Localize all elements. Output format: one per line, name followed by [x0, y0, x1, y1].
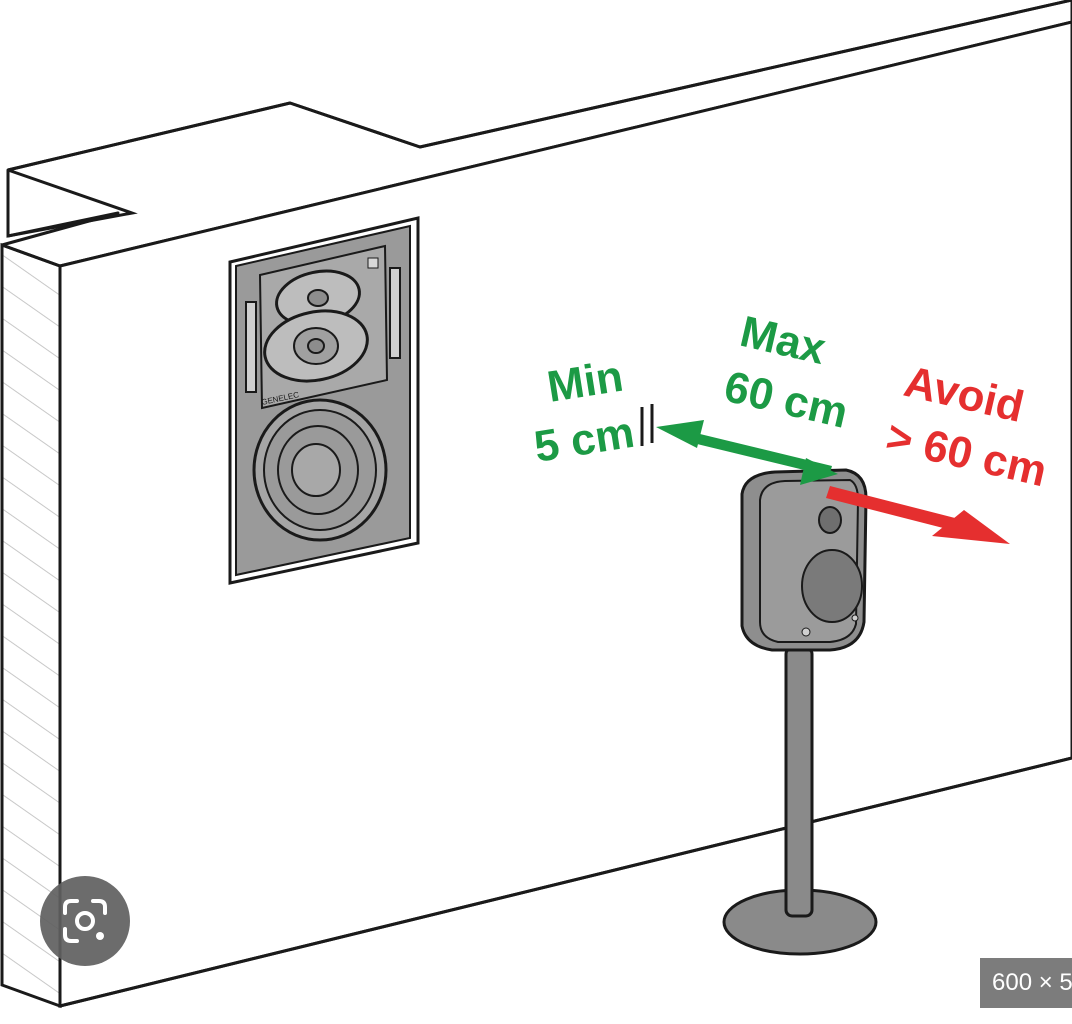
- red-avoid-arrow: [826, 486, 1010, 544]
- visual-search-icon: [63, 899, 107, 943]
- image-size-badge: 600 × 5: [980, 958, 1072, 1008]
- wall-top-back-edge: [7, 0, 1072, 172]
- wall-top-notch: [6, 168, 138, 238]
- visual-search-button[interactable]: [40, 876, 130, 966]
- floor-line: [59, 756, 1072, 1008]
- stand-speaker: [740, 468, 868, 652]
- speaker-stand: [722, 646, 878, 956]
- in-wall-speaker: GENELEC: [228, 216, 420, 585]
- min-label-line1: Min: [544, 352, 626, 412]
- min-distance-marker: [640, 404, 654, 446]
- green-distance-arrow: [656, 420, 838, 485]
